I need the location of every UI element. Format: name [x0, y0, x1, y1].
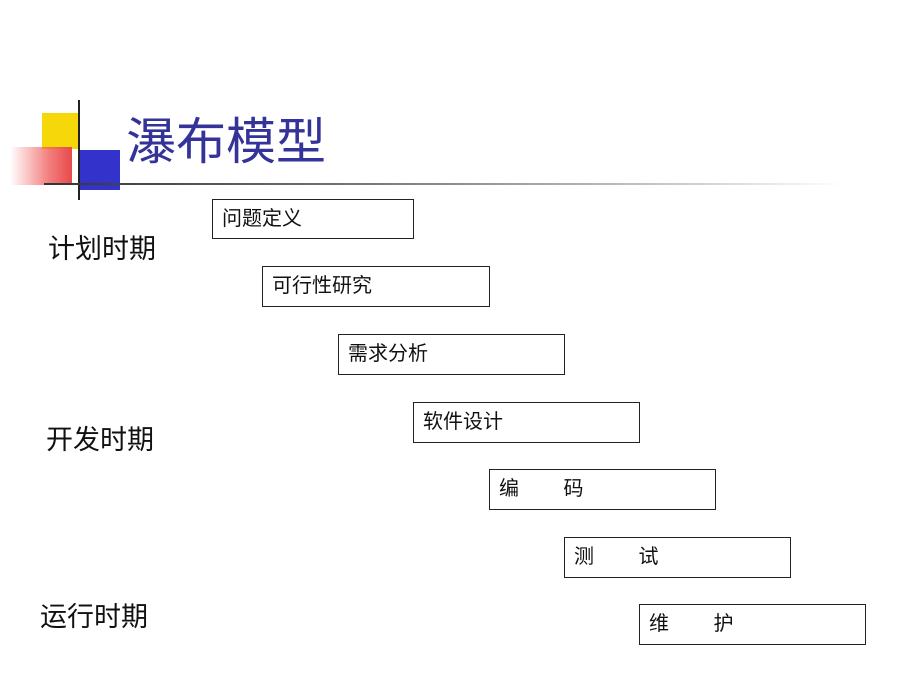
- title-deco-yellow-square: [42, 113, 78, 149]
- step-box-coding: 编 码: [489, 469, 716, 510]
- phase-label-development: 开发时期: [46, 425, 154, 456]
- step-box-feasibility-study: 可行性研究: [262, 266, 490, 307]
- step-box-problem-definition: 问题定义: [212, 199, 414, 239]
- step-box-requirements-analysis: 需求分析: [338, 334, 565, 375]
- phase-label-planning: 计划时期: [48, 234, 156, 265]
- page-title: 瀑布模型: [126, 113, 326, 171]
- title-deco-vertical-line: [78, 100, 80, 200]
- step-box-maintenance: 维 护: [639, 604, 866, 645]
- step-box-testing: 测 试: [564, 537, 791, 578]
- title-underline-divider: [44, 183, 844, 185]
- phase-label-operation: 运行时期: [40, 602, 148, 633]
- title-deco-red-gradient: [10, 147, 72, 185]
- step-box-software-design: 软件设计: [413, 402, 640, 443]
